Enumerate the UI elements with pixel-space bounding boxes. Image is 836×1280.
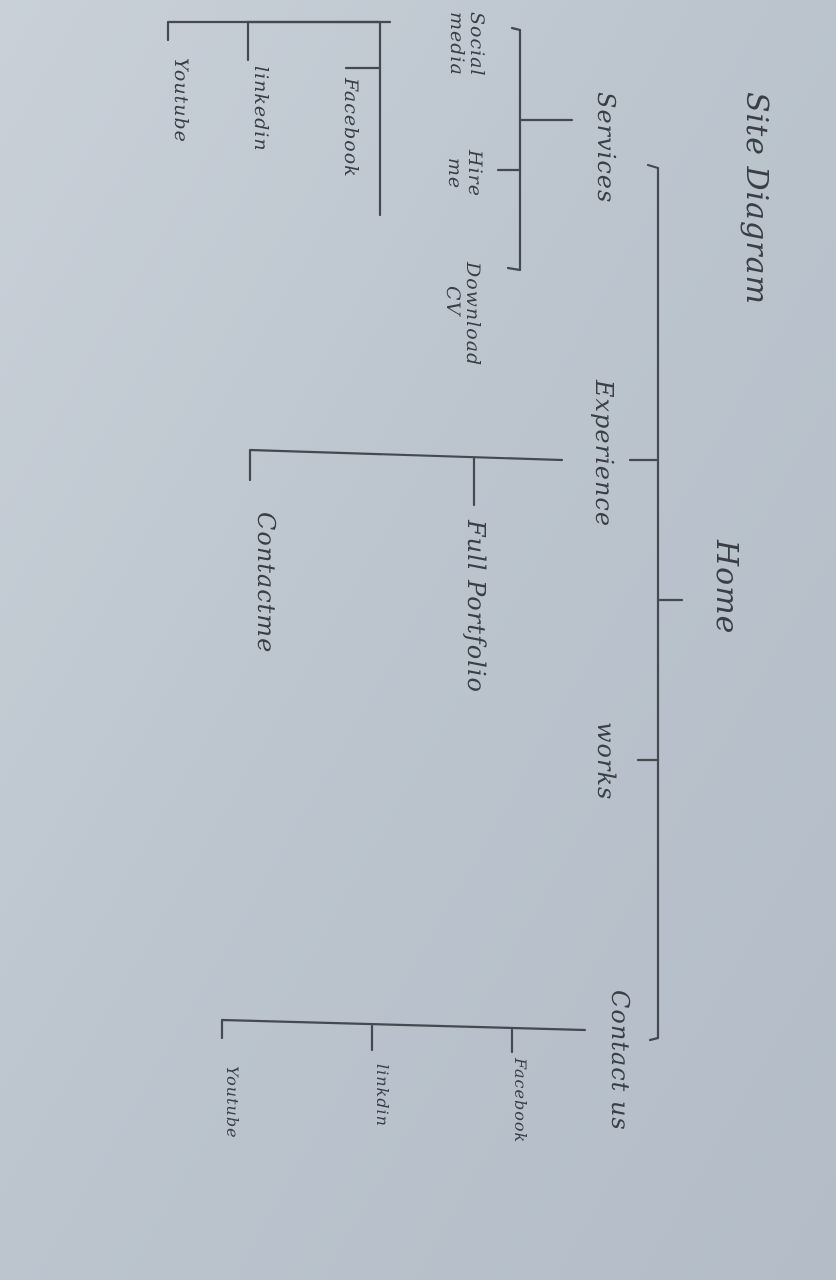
node-hire-me: Hire me <box>444 150 486 197</box>
node-home: Home <box>709 540 744 635</box>
node-full-portfolio: Full Portfolio <box>462 520 490 693</box>
social-media-line2: media <box>446 12 469 76</box>
connector-services-branch <box>506 26 522 272</box>
node-experience: Experience <box>590 380 618 528</box>
node-works: works <box>592 722 620 801</box>
node-social-linkedin: linkedin <box>250 66 272 152</box>
hire-me-line1: Hire <box>464 150 486 197</box>
node-social-youtube: Youtube <box>170 58 192 143</box>
connector-social-branch <box>378 20 392 217</box>
node-contact-us: Contact us <box>606 990 634 1131</box>
node-contact-facebook: Facebook <box>511 1058 530 1144</box>
node-contact-me: Contactme <box>252 512 280 654</box>
node-social-media: Social media <box>446 12 488 77</box>
node-social-facebook: Facebook <box>340 78 362 178</box>
node-contact-youtube: Youtube <box>223 1066 242 1139</box>
node-services: Services <box>592 92 620 204</box>
download-cv-line1: Download <box>462 262 484 367</box>
node-download-cv: Download CV <box>442 262 484 367</box>
connector-contact-branch <box>220 1018 587 1040</box>
node-contact-linkedin: linkdin <box>373 1064 392 1127</box>
connector-social-youtube <box>166 20 382 42</box>
connector-main-branch <box>646 163 660 1042</box>
hire-me-line2: me <box>444 157 467 190</box>
download-cv-line2: CV <box>442 286 465 317</box>
diagram-title: Site Diagram <box>739 92 774 305</box>
social-media-line1: Social <box>466 12 488 77</box>
connector-experience-branch <box>248 448 564 482</box>
